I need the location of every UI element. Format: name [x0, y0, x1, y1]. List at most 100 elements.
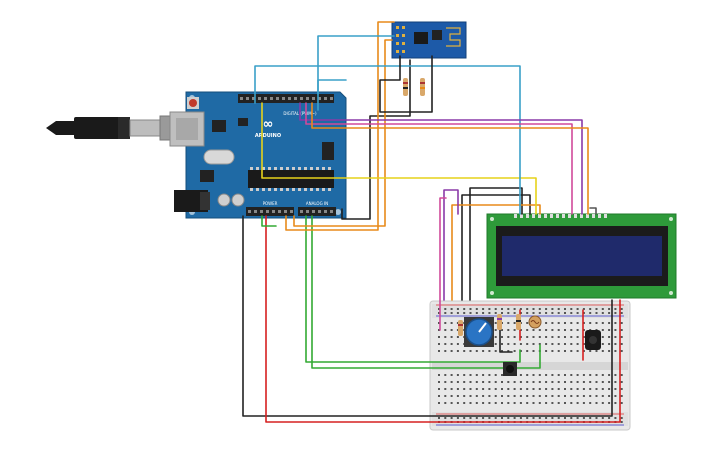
breadboard-hole — [601, 402, 604, 404]
breadboard-hole — [620, 350, 623, 352]
esp-pin — [396, 50, 399, 53]
breadboard-hole — [494, 395, 497, 397]
breadboard-rail-hole — [469, 312, 472, 314]
breadboard-hole — [582, 402, 585, 404]
breadboard-rail-hole — [488, 308, 491, 310]
header-pin — [324, 97, 327, 100]
breadboard-hole — [589, 322, 592, 324]
breadboard-hole — [519, 374, 522, 376]
breadboard-rail-hole — [444, 308, 447, 310]
breadboard-hole — [608, 343, 611, 345]
breadboard-hole — [519, 388, 522, 390]
breadboard-hole — [488, 402, 491, 404]
breadboard-hole — [545, 350, 548, 352]
breadboard-hole — [551, 395, 554, 397]
breadboard-rail-hole — [488, 312, 491, 314]
breadboard-hole — [582, 381, 585, 383]
chip-pin — [250, 167, 253, 170]
wire-pink-2 — [439, 197, 447, 331]
breadboard-hole — [463, 388, 466, 390]
breadboard-hole — [564, 381, 566, 383]
chip-pin — [262, 167, 265, 170]
chip-pin — [280, 167, 283, 170]
breadboard-hole — [538, 381, 541, 383]
breadboard-hole — [482, 381, 485, 383]
breadboard-hole — [589, 350, 592, 352]
breadboard-hole — [450, 402, 453, 404]
breadboard-hole — [582, 350, 585, 352]
breadboard-hole — [532, 395, 535, 397]
breadboard-rail-hole — [576, 417, 579, 419]
breadboard-hole — [570, 343, 573, 345]
wire-red-5v — [265, 215, 621, 423]
wire-esp-blue — [317, 79, 347, 111]
breadboard-rail-hole — [513, 308, 516, 310]
breadboard-rail-hole — [438, 312, 440, 314]
breadboard-hole — [526, 381, 529, 383]
breadboard-hole — [545, 374, 548, 376]
breadboard-rail-hole — [545, 417, 548, 419]
breadboard-hole — [494, 343, 497, 345]
breadboard-rail-hole — [557, 312, 560, 314]
breadboard-components — [458, 314, 601, 376]
wire-purple-1 — [299, 102, 583, 215]
header-pin — [258, 97, 261, 100]
breadboard-rail-hole — [456, 312, 459, 314]
chip-pin — [322, 167, 325, 170]
wire-black-gnd — [242, 215, 613, 417]
breadboard-hole — [519, 343, 522, 345]
breadboard-rail-hole — [463, 308, 466, 310]
breadboard-rail-hole — [570, 308, 573, 310]
wire-yellow — [261, 102, 537, 215]
breadboard-rail-hole — [582, 308, 585, 310]
breadboard-hole — [456, 374, 459, 376]
wire-pink-1 — [305, 102, 573, 215]
breadboard-hole — [494, 322, 497, 324]
breadboard-rail-hole — [589, 308, 592, 310]
breadboard-hole — [576, 350, 579, 352]
power-label: POWER — [263, 201, 278, 206]
chip-pin — [280, 188, 283, 191]
breadboard-hole — [469, 388, 472, 390]
breadboard-rail-hole — [519, 417, 522, 419]
breadboard-hole — [438, 350, 440, 352]
breadboard-hole — [614, 388, 617, 390]
wire-green-a0 — [305, 215, 521, 363]
breadboard-hole — [456, 343, 459, 345]
digital-header — [238, 94, 334, 103]
breadboard-hole — [545, 343, 548, 345]
breadboard-rail-hole — [463, 417, 466, 419]
breadboard-hole — [450, 322, 453, 324]
breadboard-hole — [608, 402, 611, 404]
breadboard-rail-hole — [532, 417, 535, 419]
breadboard-hole — [450, 329, 453, 331]
breadboard-rail-hole — [526, 417, 529, 419]
lcd-pin — [604, 214, 607, 218]
breadboard-hole — [570, 350, 573, 352]
breadboard-rail-hole — [494, 312, 497, 314]
breadboard-hole — [564, 343, 566, 345]
breadboard-hole — [601, 381, 604, 383]
breadboard-rail-hole — [557, 308, 560, 310]
chip-pin — [292, 167, 295, 170]
breadboard-rail-hole — [564, 308, 566, 310]
breadboard-hole — [519, 329, 522, 331]
breadboard-hole — [557, 381, 560, 383]
wire-esp-gray — [379, 55, 433, 113]
breadboard-hole — [463, 395, 466, 397]
breadboard-hole — [564, 402, 566, 404]
breadboard-rail-hole — [570, 312, 573, 314]
breadboard-hole — [444, 381, 447, 383]
lcd-pin — [532, 214, 535, 218]
header-pin — [290, 210, 293, 213]
chip-pin — [268, 167, 271, 170]
breadboard-hole — [532, 374, 535, 376]
chip-pin — [274, 167, 277, 170]
wire-orange-tx — [293, 39, 393, 227]
breadboard-rail-hole — [475, 308, 478, 310]
breadboard-rail-hole — [538, 312, 541, 314]
wire-orange-rx — [285, 21, 395, 231]
breadboard-hole — [482, 350, 485, 352]
esp-resistors — [403, 78, 425, 96]
breadboard-rail-hole — [589, 417, 592, 419]
